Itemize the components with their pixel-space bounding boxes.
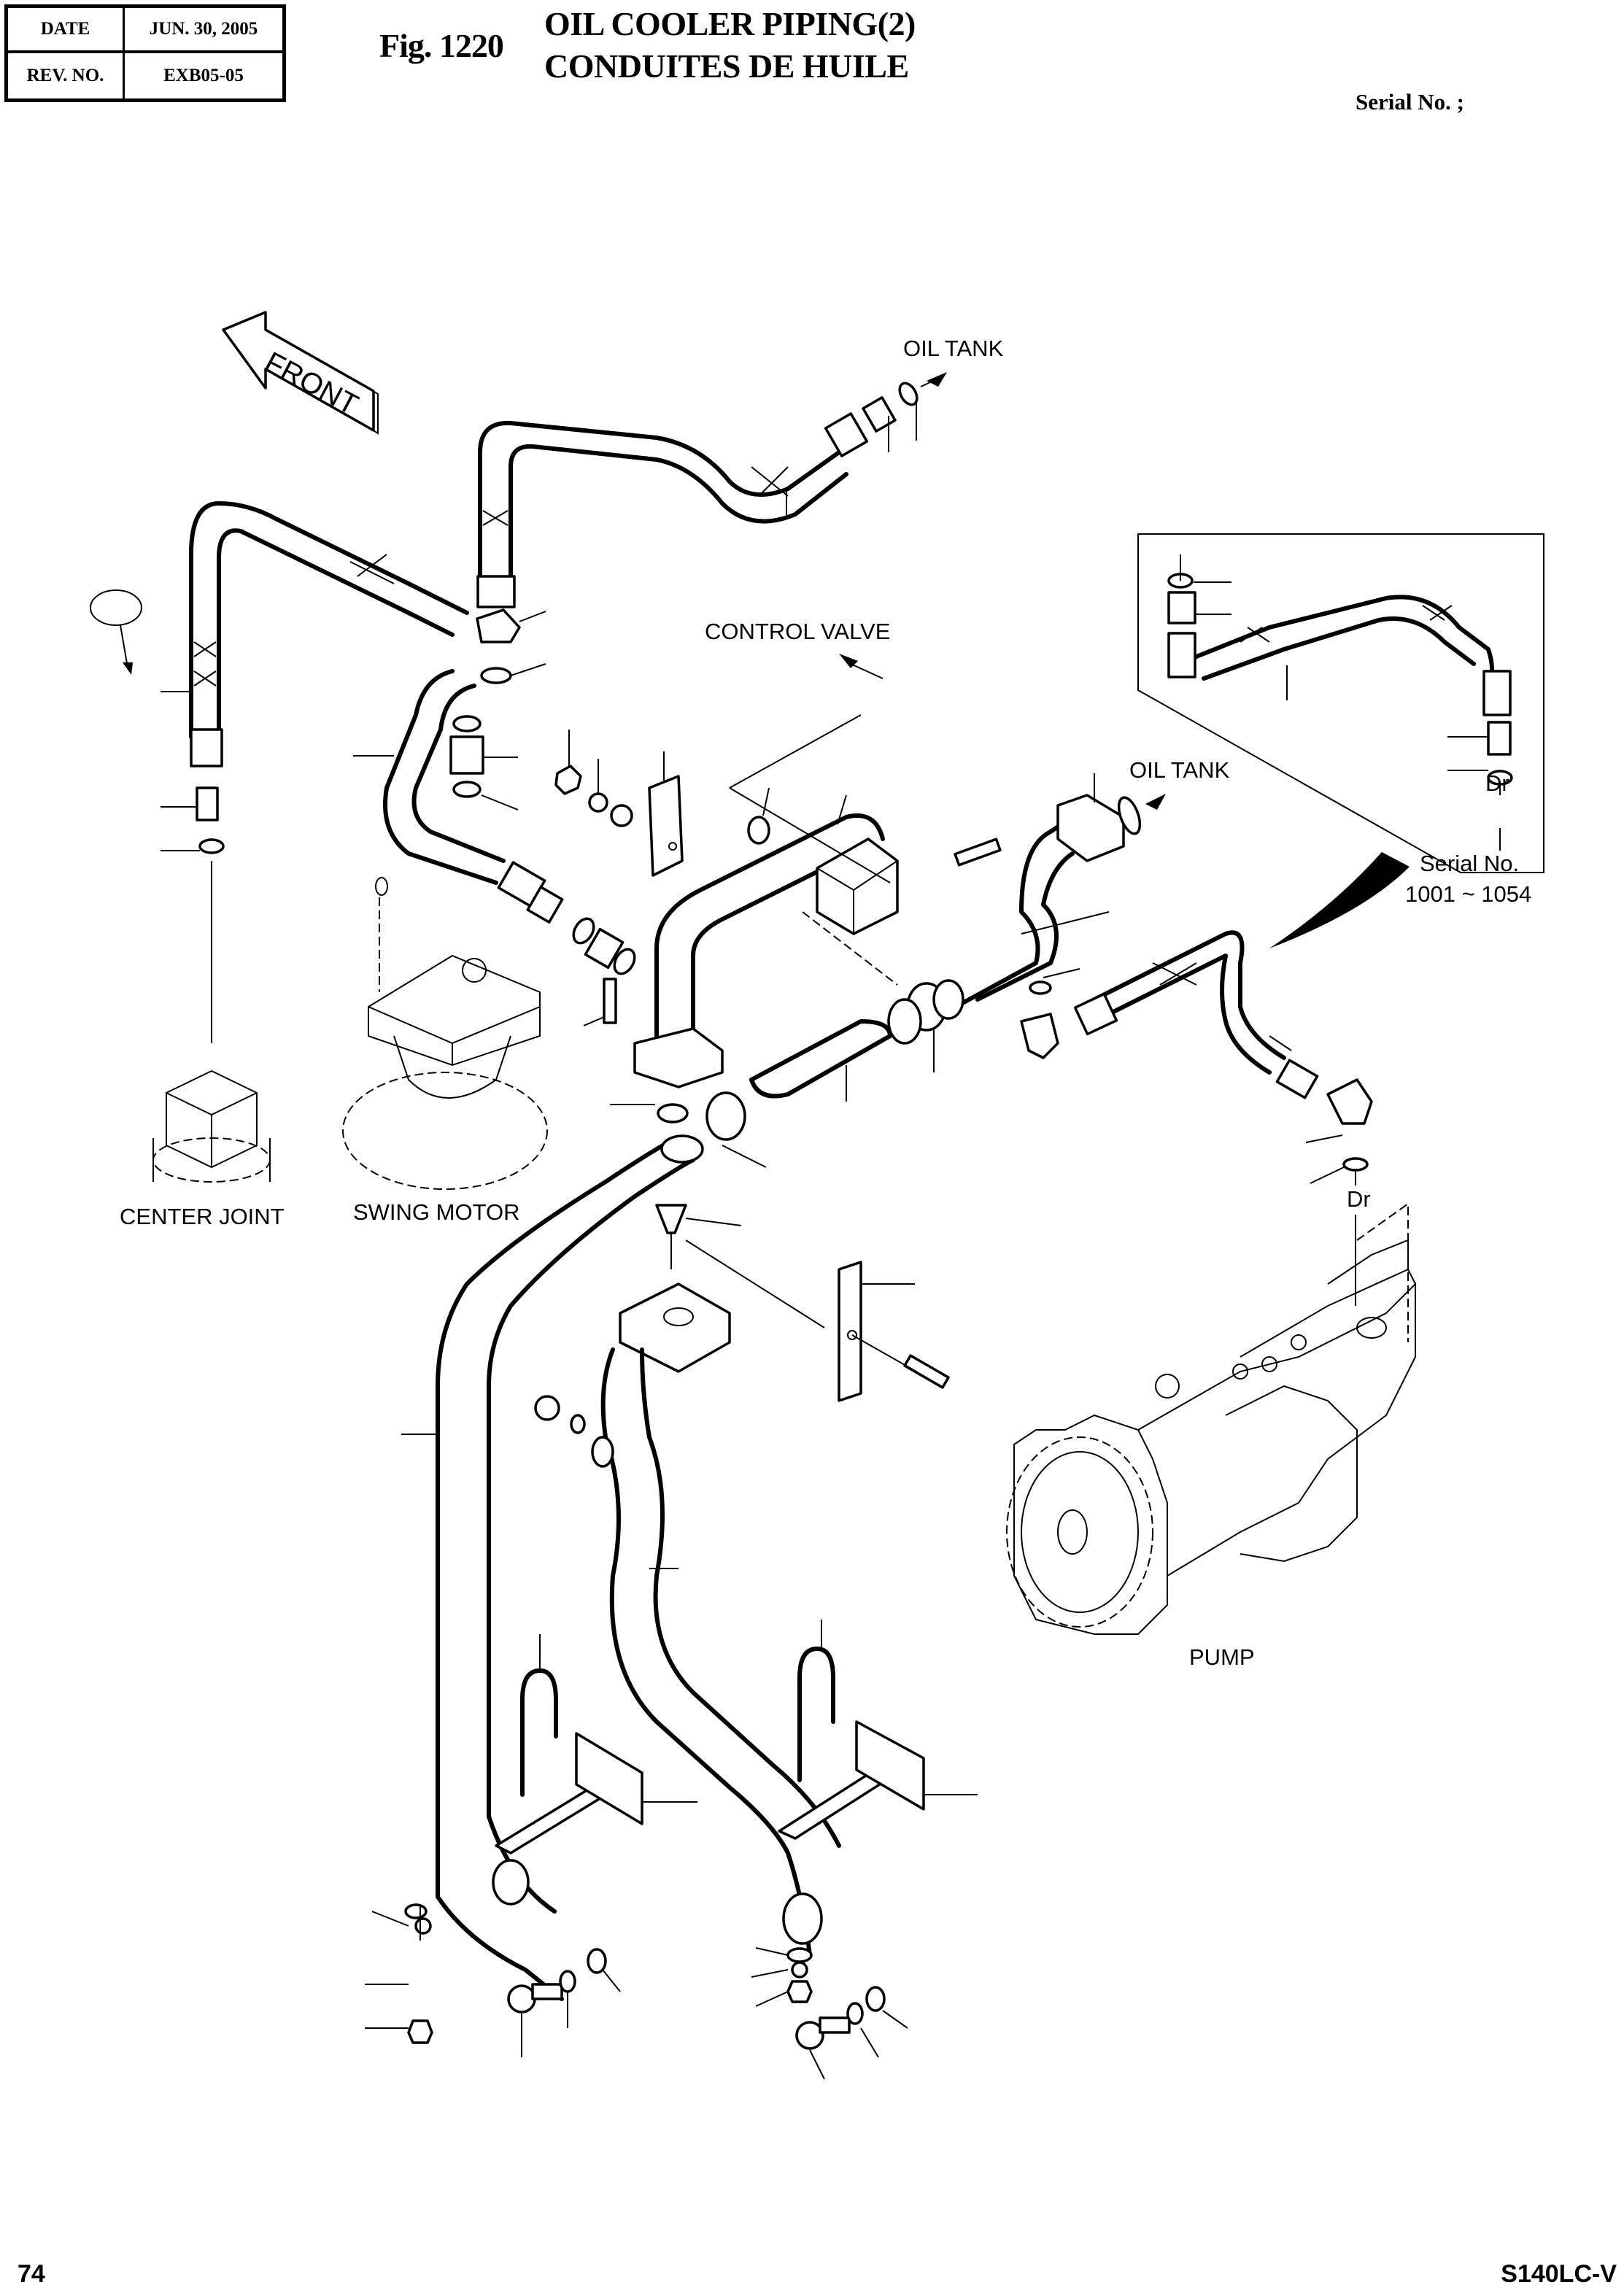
- label-oil-tank-right: OIL TANK: [1129, 757, 1230, 783]
- rev-label: REV. NO.: [8, 53, 125, 98]
- revision-table: DATE JUN. 30, 2005 REV. NO. EXB05-05: [4, 4, 286, 102]
- u-bolt-bracket-right: [751, 1620, 978, 2080]
- cooler-hose-clamps: [705, 982, 947, 1168]
- hose-pump-drain: [1020, 930, 1373, 1306]
- page-number: 74: [18, 2260, 45, 2288]
- lower-pipe-left: [401, 1103, 704, 2001]
- inset-serial-label: Serial No.: [1420, 851, 1520, 876]
- bracket-bolt-pump-side: [838, 1261, 950, 1402]
- flow-arrow-icon: [839, 654, 883, 679]
- detail-pointer-icon: [1269, 852, 1410, 948]
- title-french: CONDUITES DE HUILE: [544, 47, 909, 85]
- label-drain-main: Dr: [1347, 1186, 1371, 1212]
- callout-ellipse-icon: [90, 589, 142, 675]
- lower-pipe-center: [591, 1347, 841, 1957]
- page-title: OIL COOLER PIPING(2) CONDUITES DE HUILE: [544, 3, 916, 88]
- hose-oil-tank-top: [476, 382, 919, 608]
- clamp-bracket-hardware: [554, 730, 847, 1026]
- label-pump: PUMP: [1189, 1644, 1255, 1670]
- flow-arrow-icon: [920, 372, 947, 387]
- label-oil-tank-top: OIL TANK: [903, 336, 1004, 361]
- hose-center-joint: [189, 501, 469, 1043]
- inset-serial-range: 1001 ~ 1054: [1405, 881, 1532, 907]
- hose-swing-motor: [353, 669, 636, 975]
- control-valve-pipe: [633, 714, 899, 1088]
- rev-value: EXB05-05: [163, 66, 244, 85]
- label-swing-motor: SWING MOTOR: [353, 1199, 520, 1225]
- label-control-valve: CONTROL VALVE: [705, 619, 891, 644]
- flow-arrow-icon: [1145, 794, 1166, 810]
- label-center-joint: CENTER JOINT: [120, 1204, 285, 1229]
- date-label: DATE: [8, 8, 125, 53]
- serial-number-header: Serial No. ;: [1356, 89, 1464, 115]
- model-name: S140LC-V: [1501, 2260, 1617, 2288]
- drain-tap-and-flange: [534, 1204, 825, 1434]
- pump-part: [1006, 1202, 1416, 1635]
- label-drain-inset: Dr: [1485, 770, 1509, 796]
- swing-motor-part: [342, 877, 548, 1190]
- elbow-fittings-swing: [449, 608, 546, 811]
- u-bolt-bracket-left: [365, 1634, 697, 2057]
- center-joint-part: [152, 1069, 271, 1183]
- title-english: OIL COOLER PIPING(2): [544, 5, 916, 42]
- figure-number: Fig. 1220: [379, 27, 504, 64]
- pipe-oil-tank-right: [932, 773, 1142, 1020]
- front-direction-arrow-icon: FRONT: [222, 311, 379, 435]
- date-value: JUN. 30, 2005: [125, 8, 282, 53]
- detail-inset-box: [1137, 533, 1544, 873]
